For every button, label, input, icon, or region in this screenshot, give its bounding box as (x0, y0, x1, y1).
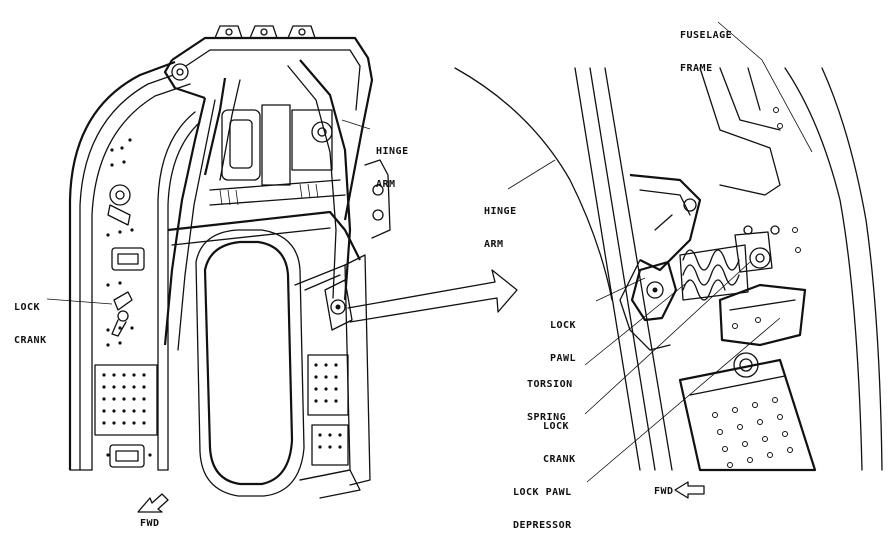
label-lock-crank-right-line2: CRANK (543, 454, 576, 465)
label-fuselage-frame: FUSELAGE FRAME (680, 8, 732, 85)
leader-lines (46, 21, 813, 483)
label-torsion-spring-line2: SPRING (527, 412, 567, 423)
label-lock-pawl-depressor: LOCK PAWL DEPRESSOR (513, 465, 572, 542)
lock-pawl-depressor-part (718, 283, 807, 378)
label-fuselage-frame-line2: FRAME (680, 63, 713, 74)
label-lock-crank-left-line1: LOCK (14, 302, 41, 313)
label-torsion-spring: TORSION SPRING (527, 357, 573, 434)
door-bracket-upper (107, 184, 131, 226)
label-lock-crank-right-line1: LOCK (543, 421, 570, 432)
label-lock-pawl-depressor-line2: DEPRESSOR (513, 520, 572, 531)
door-latch-left-lower (109, 444, 145, 468)
label-lock-crank-left: LOCK CRANK (14, 280, 47, 357)
hinge-arm-left-part (163, 25, 391, 351)
lock-pawl-part (630, 260, 678, 322)
door-window-cutout (195, 229, 305, 497)
label-fwd-right: FWD (654, 486, 674, 497)
fwd-arrow-right (674, 481, 705, 499)
fwd-arrow-left (137, 493, 169, 513)
label-hinge-arm-right-line1: HINGE (484, 206, 517, 217)
torsion-spring-part (679, 244, 749, 301)
label-lock-pawl-line1: LOCK (550, 320, 577, 331)
door-right-structure (294, 254, 371, 499)
label-torsion-spring-line1: TORSION (527, 379, 573, 390)
label-hinge-arm-left-line1: HINGE (376, 146, 409, 157)
label-lock-crank-left-line2: CRANK (14, 335, 47, 346)
label-fwd-left: FWD (140, 518, 160, 529)
label-lock-pawl-depressor-line1: LOCK PAWL (513, 487, 572, 498)
label-lock-crank-right: LOCK CRANK (543, 399, 576, 476)
label-hinge-arm-left: HINGE ARM (376, 124, 409, 201)
label-hinge-arm-right: HINGE ARM (484, 184, 517, 261)
door-latch-left-upper (111, 247, 145, 271)
lock-crank-right-part (734, 225, 780, 273)
lock-crank-left-part (111, 291, 133, 337)
label-lock-pawl-line2: PAWL (550, 353, 577, 364)
label-lock-pawl: LOCK PAWL (550, 298, 576, 375)
door-perforated-panels (94, 138, 342, 457)
label-fuselage-frame-line1: FUSELAGE (680, 30, 733, 41)
door-frame (68, 60, 361, 471)
fuselage-outline (454, 67, 883, 471)
fuselage-frame-part (678, 107, 817, 472)
detail-arrow (347, 269, 518, 323)
label-hinge-arm-right-line2: ARM (484, 239, 504, 250)
label-hinge-arm-left-line2: ARM (376, 179, 396, 190)
